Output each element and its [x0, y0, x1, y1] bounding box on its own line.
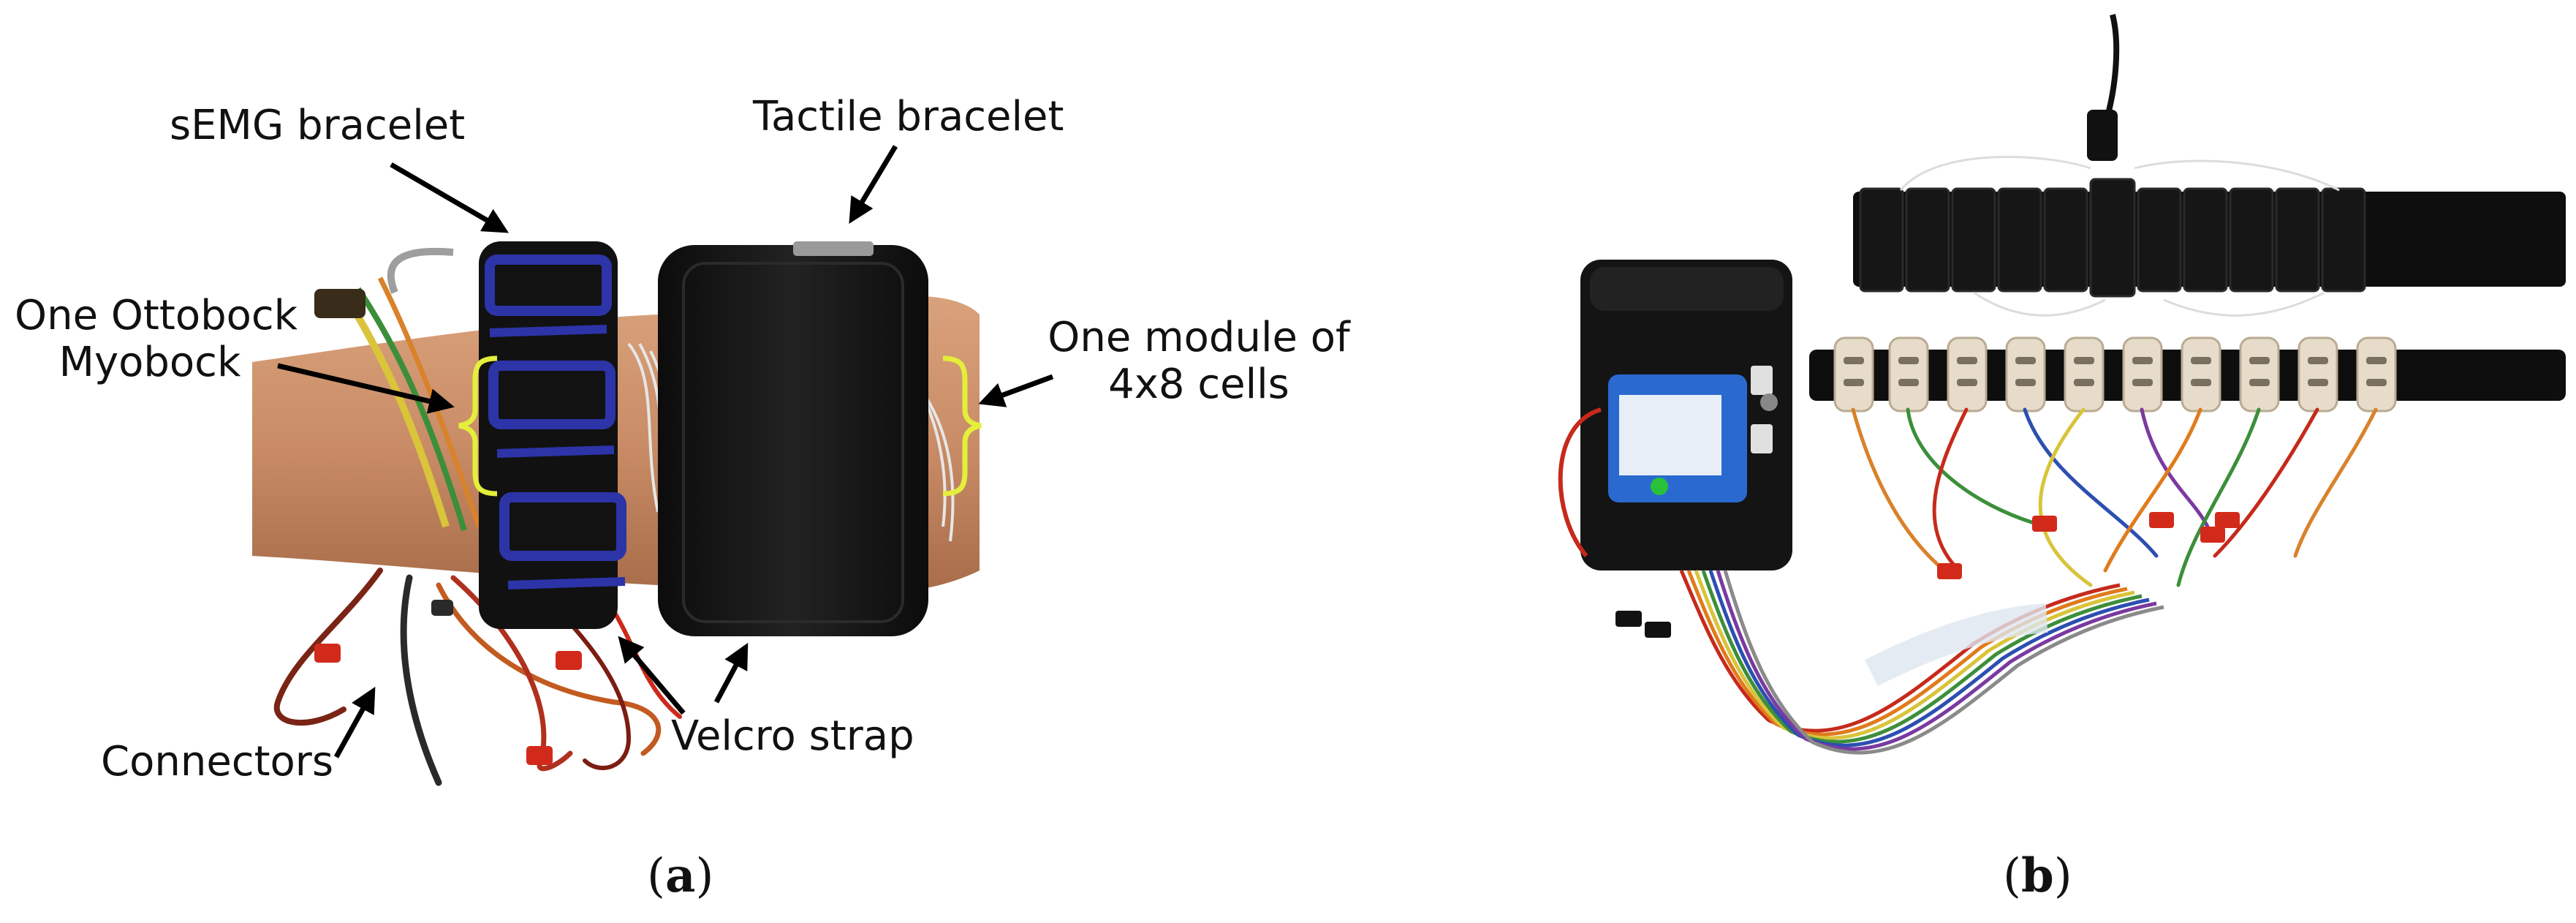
- label-semg-bracelet: sEMG bracelet: [170, 102, 466, 149]
- caption-panel-a: (a): [647, 848, 714, 903]
- label-velcro-strap: Velcro strap: [671, 712, 914, 760]
- pad-wires: [1851, 407, 2378, 587]
- semg-bracelet-band: [387, 241, 626, 629]
- arrow-icon-module: [978, 374, 1054, 407]
- label-connectors: Connectors: [101, 738, 334, 786]
- label-ottobock-myobock: One Ottobock Myobock: [15, 292, 298, 387]
- label-tactile-bracelet: Tactile bracelet: [753, 93, 1064, 140]
- arrow-icon-group: [277, 145, 1054, 758]
- label-ottobock-line2: Myobock: [58, 339, 241, 387]
- arrow-icon-ottobock: [277, 363, 455, 414]
- brace-icon-module: [942, 355, 982, 497]
- arrow-icon-velcro-1: [618, 636, 686, 715]
- arrow-icon-connectors: [333, 686, 376, 758]
- label-module-cells: One module of 4x8 cells: [1045, 314, 1352, 409]
- arrow-icon-tactile: [849, 145, 898, 225]
- arrow-icon-velcro-2: [713, 642, 749, 704]
- label-module-line2: 4x8 cells: [1108, 361, 1289, 409]
- panel-b-photo: [1558, 14, 2566, 755]
- red-connectors: [1937, 512, 2240, 579]
- panel-a-photo: [252, 241, 980, 786]
- ribbon-cable: [1679, 570, 2164, 755]
- ottobock-myobock-electrode: [314, 276, 482, 532]
- tactile-bracelet-band: [658, 245, 928, 636]
- label-ottobock-line1: One Ottobock: [15, 292, 298, 339]
- connector-wires: [273, 568, 682, 786]
- shrink-sleeve: [1865, 603, 2048, 686]
- label-module-line1: One module of: [1048, 314, 1350, 361]
- velcro-strap-tactile: [682, 262, 904, 623]
- caption-panel-b: (b): [2003, 848, 2072, 903]
- caption-letter-b: b: [2020, 848, 2054, 903]
- caption-letter-a: a: [664, 848, 696, 903]
- arrow-icon-semg: [390, 162, 509, 233]
- brace-icon-ottobock: [458, 355, 498, 497]
